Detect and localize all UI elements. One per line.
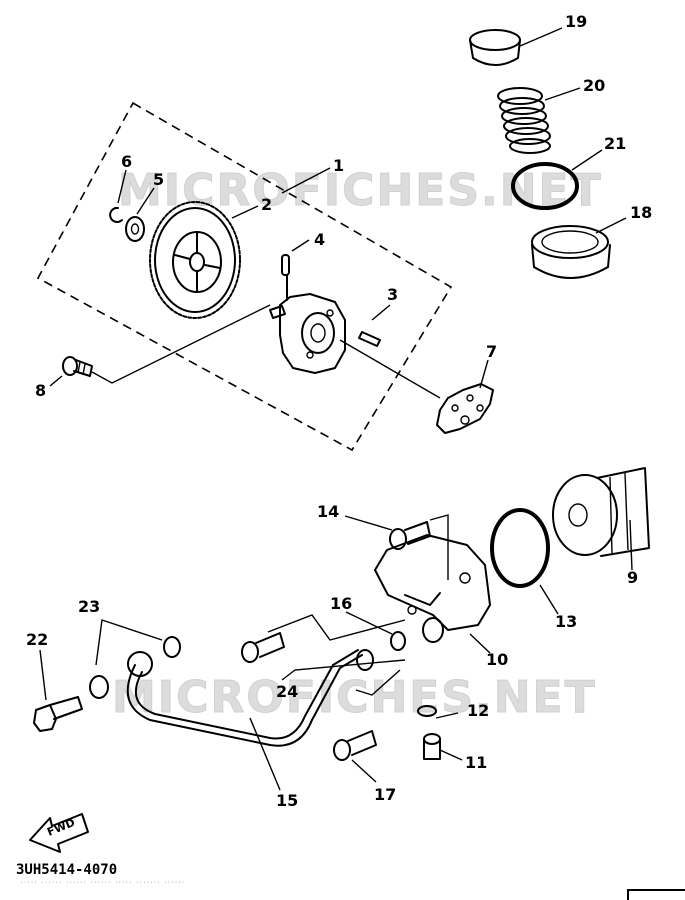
filter-housing-10 <box>374 534 491 643</box>
drain-bolt-22 <box>33 696 83 732</box>
callout-18: 18 <box>630 203 652 222</box>
callout-16: 16 <box>330 594 352 613</box>
callout-2: 2 <box>261 195 272 214</box>
leader-lines <box>39 27 633 791</box>
bolt-14 <box>389 521 431 550</box>
small-print: ····· ······ ······ ······ ····· ·······… <box>20 880 185 886</box>
oil-pipe-15 <box>126 649 374 747</box>
o-ring-21 <box>511 162 579 210</box>
fwd-arrow: FWD <box>29 813 89 853</box>
spring-20 <box>497 87 551 154</box>
callout-10: 10 <box>486 650 508 669</box>
callout-4: 4 <box>314 230 325 249</box>
o-ring-16 <box>390 631 406 651</box>
assembly-outline <box>36 101 453 452</box>
callout-21: 21 <box>604 134 626 153</box>
callout-22: 22 <box>26 630 48 649</box>
oil-filter-9 <box>552 467 650 557</box>
callouts: 1 2 3 4 5 6 7 8 9 10 11 12 13 14 15 16 1… <box>26 12 652 810</box>
reference-code: 3UH5414-4070 <box>16 862 118 878</box>
callout-8: 8 <box>35 381 46 400</box>
bolt-24 <box>241 632 285 663</box>
callout-14: 14 <box>317 502 339 521</box>
callout-12: 12 <box>467 701 489 720</box>
callout-23: 23 <box>78 597 100 616</box>
callout-11: 11 <box>465 753 487 772</box>
watermark-bottom: MICROFICHES.NET <box>112 672 597 723</box>
bolt-11 <box>423 733 441 760</box>
pin-3 <box>358 331 381 347</box>
callout-7: 7 <box>486 342 497 361</box>
callout-15: 15 <box>276 791 298 810</box>
washer-5 <box>125 216 145 242</box>
driven-gear <box>149 201 241 319</box>
callout-20: 20 <box>583 76 605 95</box>
callout-5: 5 <box>153 170 164 189</box>
bolt-17 <box>333 730 377 761</box>
callout-17: 17 <box>374 785 396 804</box>
cap-19 <box>469 29 521 66</box>
callout-6: 6 <box>121 152 132 171</box>
callout-3: 3 <box>387 285 398 304</box>
callout-9: 9 <box>627 568 638 587</box>
washer-23b <box>163 636 181 658</box>
callout-13: 13 <box>555 612 577 631</box>
callout-19: 19 <box>565 12 587 31</box>
gasket-7 <box>436 383 494 434</box>
callout-24: 24 <box>276 682 298 701</box>
washer-23a <box>89 675 109 699</box>
bolt-8 <box>62 356 93 377</box>
dowel-pin-4 <box>281 254 290 276</box>
callout-1: 1 <box>333 156 344 175</box>
o-ring-13 <box>490 508 550 588</box>
oil-pump-body <box>269 274 346 374</box>
corner-frame-mark <box>627 889 685 900</box>
circlip-6 <box>109 206 123 223</box>
plug-18 <box>531 225 611 279</box>
washer-12 <box>417 705 437 717</box>
